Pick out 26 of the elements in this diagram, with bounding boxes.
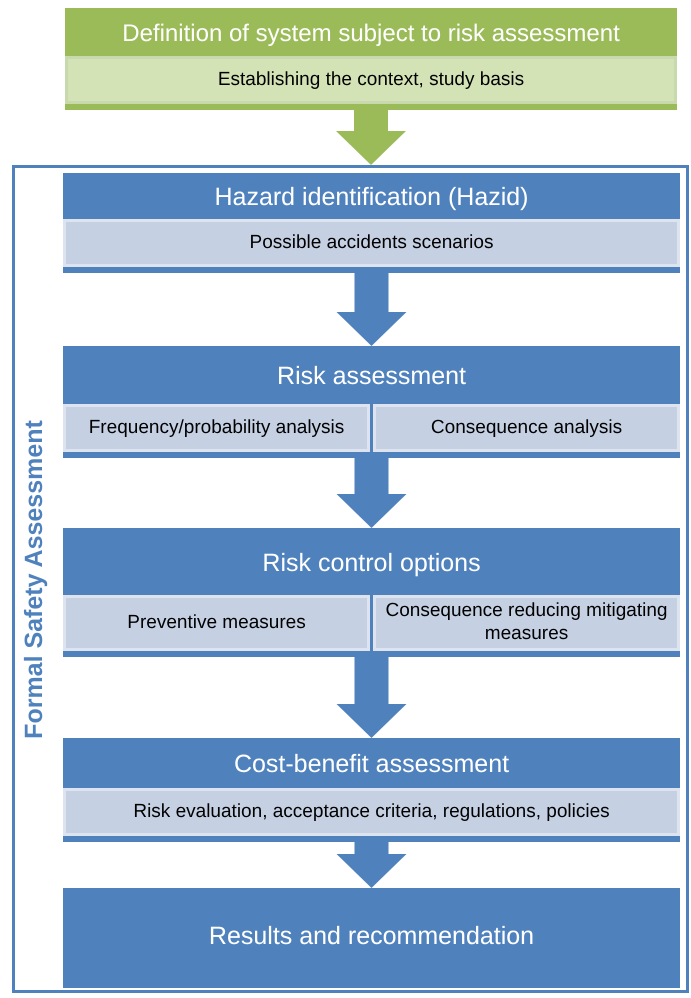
- stage-title: Risk assessment: [276, 361, 467, 392]
- activity-box: Risk evaluation, acceptance criteria, regulations, policies: [63, 788, 680, 836]
- stage-title: Definition of system subject to risk assessment: [121, 18, 621, 49]
- stage-title: Hazard identification (Hazid): [213, 182, 530, 214]
- process-frame: [12, 165, 689, 993]
- activity-box: Preventive measures: [63, 595, 370, 651]
- activity-box: Consequence reducing mitigating measures: [373, 595, 680, 651]
- activity-box: Consequence analysis: [373, 404, 680, 452]
- stage-band: [63, 346, 680, 458]
- frame-heading: Formal Safety Assessment: [20, 420, 48, 738]
- flow-arrow: [336, 458, 406, 528]
- activity-box: Frequency/probability analysis: [63, 404, 370, 452]
- stage-title: Results and recommendation: [208, 921, 536, 952]
- stage-title: Risk control options: [261, 548, 482, 579]
- activity-box: Establishing the context, study basis: [65, 56, 677, 104]
- stage-band: [65, 8, 677, 110]
- flow-arrow: [336, 842, 406, 888]
- stage-band: [63, 738, 680, 842]
- stage-band: [63, 173, 680, 273]
- stage-title: Cost-benefit assessment: [232, 749, 510, 780]
- activity-box: Possible accidents scenarios: [63, 219, 680, 267]
- stage-band: [63, 888, 680, 988]
- flow-arrow: [336, 110, 406, 165]
- flow-arrow: [336, 657, 406, 738]
- flow-arrow: [336, 273, 406, 346]
- stage-band: [63, 528, 680, 657]
